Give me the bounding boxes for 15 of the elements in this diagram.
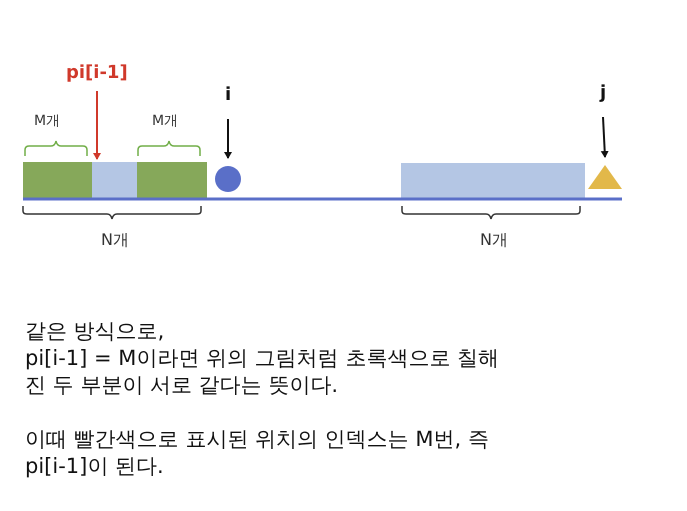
count-label: M개 <box>152 112 178 130</box>
pointer-label: i <box>225 84 232 105</box>
explanation-paragraph: 이때 빨간색으로 표시된 위치의 인덱스는 M번, 즉 pi[i-1]이 된다. <box>25 426 490 480</box>
count-label: N개 <box>480 230 508 251</box>
explanation-paragraph: pi[i-1] = M이라면 위의 그림처럼 초록색으로 칠해진 두 부분이 서로 같다는 뜻이다. <box>25 345 500 399</box>
explanation-paragraph: 같은 방식으로, <box>25 318 166 345</box>
pointer-label: j <box>600 82 606 103</box>
arrow <box>93 91 101 160</box>
pointer-label: pi[i-1] <box>66 62 128 83</box>
circle-marker <box>215 166 241 192</box>
count-label: M개 <box>34 112 60 130</box>
count-label: N개 <box>101 230 129 251</box>
arrow <box>600 116 609 158</box>
arrow <box>224 119 232 159</box>
triangle-marker <box>588 165 622 189</box>
